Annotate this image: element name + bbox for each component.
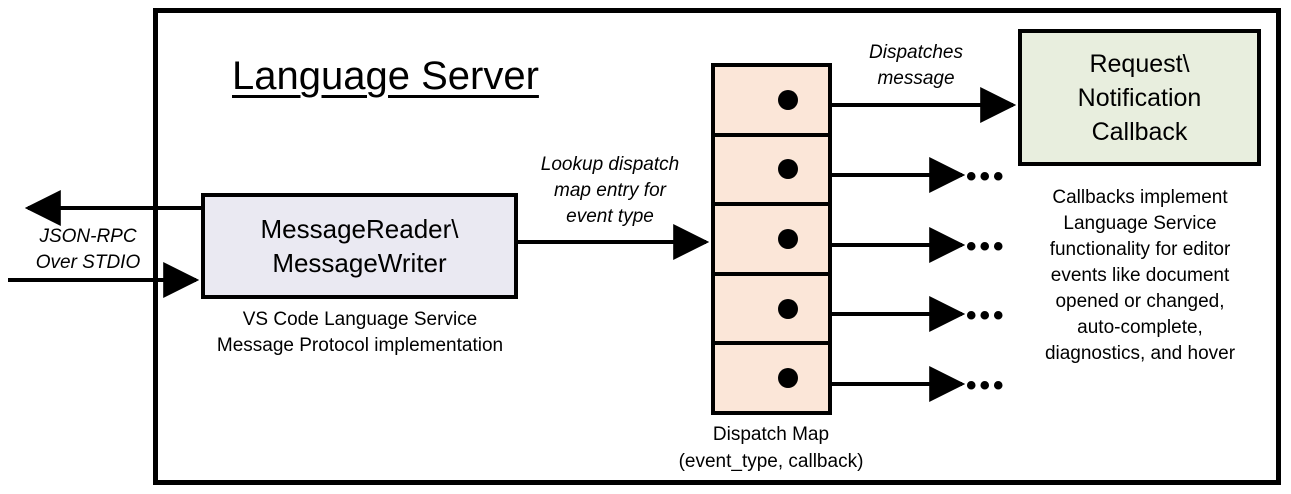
language-server-frame (153, 8, 1281, 485)
callback-pointer-dot (778, 298, 798, 319)
dispatch-caption-line2: (event_type, callback) (678, 451, 864, 472)
lookup-label-line2: map entry for (554, 180, 666, 201)
callback-caption-line7: diagnostics, and hover (1044, 343, 1236, 364)
dispatch-map-table[interactable] (711, 63, 832, 415)
reader-caption-line2: Message Protocol implementation (216, 335, 504, 356)
dispatch-map-row[interactable] (715, 137, 828, 207)
dispatch-map-row[interactable] (715, 276, 828, 346)
lookup-label-line3: event type (566, 206, 654, 227)
message-reader-writer-caption: VS Code Language Service Message Protoco… (186, 307, 534, 359)
reader-node-line2: MessageWriter (272, 248, 447, 278)
ellipsis-row-4: ••• (966, 299, 1007, 332)
ellipsis-row-3: ••• (966, 230, 1007, 263)
lookup-dispatch-label: Lookup dispatch map entry for event type (522, 152, 698, 230)
dispatch-map-row[interactable] (715, 345, 828, 411)
lookup-label-line1: Lookup dispatch (540, 154, 680, 175)
callback-node-line3: Callback (1091, 117, 1188, 146)
ellipsis-row-2: ••• (966, 160, 1007, 193)
callback-node-line1: Request\ (1089, 49, 1190, 78)
jsonrpc-label-line1: JSON-RPC (39, 226, 137, 247)
dispatch-msg-line1: Dispatches (869, 42, 963, 63)
message-reader-writer-node[interactable]: MessageReader\ MessageWriter (201, 193, 518, 299)
dispatch-msg-line2: message (877, 68, 955, 89)
callback-caption-line3: functionality for editor (1049, 239, 1231, 260)
callback-pointer-dot (778, 228, 798, 249)
dispatch-map-caption: Dispatch Map (event_type, callback) (646, 421, 896, 475)
callback-pointer-dot (778, 368, 798, 389)
callback-caption-line2: Language Service (1063, 213, 1217, 234)
callback-pointer-dot (778, 89, 798, 110)
request-notification-callback-node[interactable]: Request\ Notification Callback (1018, 29, 1261, 166)
callback-node-line2: Notification (1077, 83, 1202, 112)
callback-caption-line5: opened or changed, (1055, 291, 1225, 312)
dispatches-message-label: Dispatches message (836, 40, 996, 92)
ellipsis-row-5: ••• (966, 369, 1007, 402)
callback-pointer-dot (778, 159, 798, 180)
callback-caption-line1: Callbacks implement (1052, 187, 1228, 208)
dispatch-map-row[interactable] (715, 67, 828, 137)
reader-caption-line1: VS Code Language Service (242, 309, 478, 330)
dispatch-map-row[interactable] (715, 206, 828, 276)
dispatch-caption-line1: Dispatch Map (712, 424, 830, 445)
jsonrpc-transport-label: JSON-RPC Over STDIO (18, 224, 158, 276)
page-title: Language Server (232, 54, 539, 98)
jsonrpc-label-line2: Over STDIO (35, 252, 141, 273)
reader-node-line1: MessageReader\ (260, 214, 459, 244)
callback-caption-line4: events like document (1050, 265, 1230, 286)
callback-caption-line6: auto-complete, (1077, 317, 1203, 338)
callback-node-caption: Callbacks implement Language Service fun… (1012, 185, 1268, 367)
